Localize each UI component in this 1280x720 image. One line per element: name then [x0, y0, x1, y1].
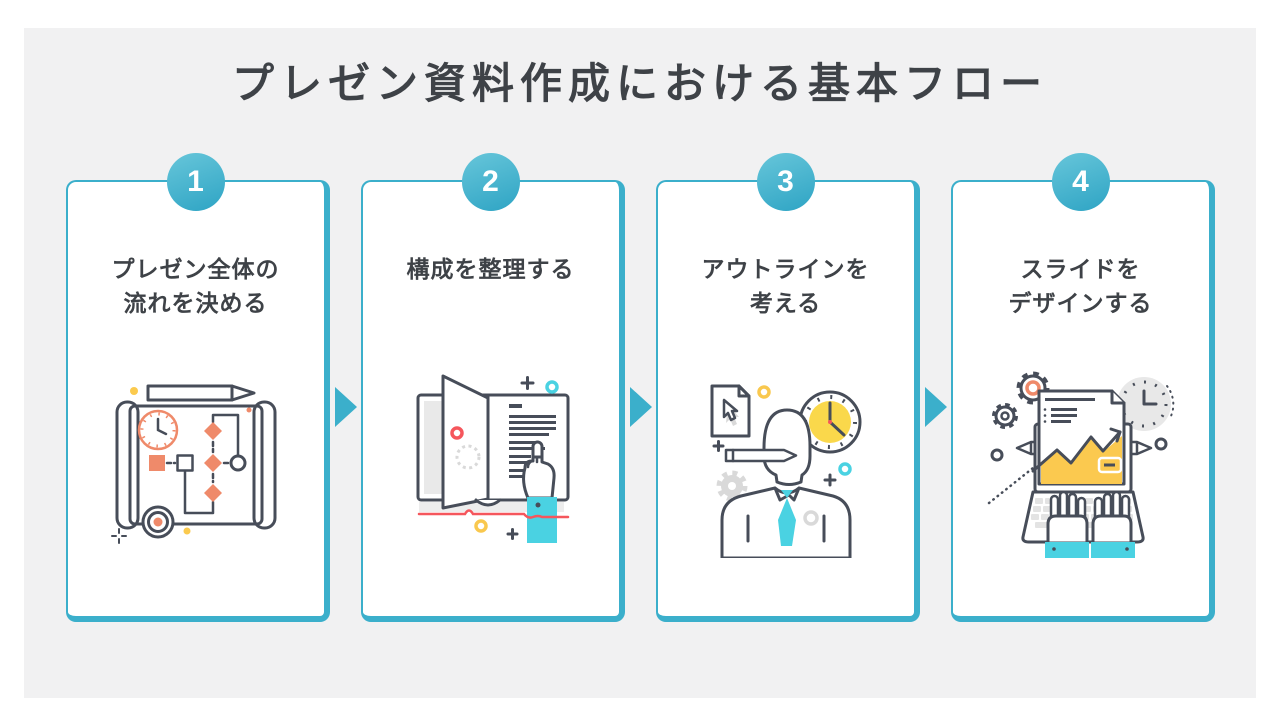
step-label: 構成を整理する [406, 256, 575, 282]
flow-steps: 1 プレゼン全体の 流れを決める [0, 153, 1280, 622]
step-label: スライドを デザインする [1008, 256, 1153, 316]
step-number-badge: 3 [756, 153, 815, 211]
step-card-2: 2 構成を整理する [360, 153, 625, 622]
step-label: プレゼン全体の 流れを決める [111, 256, 280, 316]
step-card-3: 3 アウトラインを 考える [655, 153, 920, 622]
scroll-flowchart-illustration [68, 358, 324, 558]
right-triangle-arrow-icon [924, 387, 947, 427]
laptop-chart-design-illustration [953, 358, 1209, 558]
step-card-4: 4 スライドを デザインする [950, 153, 1215, 622]
step-label: アウトラインを 考える [701, 256, 870, 316]
open-book-hand-illustration [363, 358, 619, 558]
person-thinking-clock-illustration [658, 358, 914, 558]
right-triangle-arrow-icon [629, 387, 652, 427]
step-card-1: 1 プレゼン全体の 流れを決める [65, 153, 330, 622]
step-number-badge: 4 [1051, 153, 1110, 211]
right-triangle-arrow-icon [334, 387, 357, 427]
page-title: プレゼン資料作成における基本フロー [231, 60, 1048, 107]
step-number-badge: 2 [461, 153, 520, 211]
step-number-badge: 1 [166, 153, 225, 211]
